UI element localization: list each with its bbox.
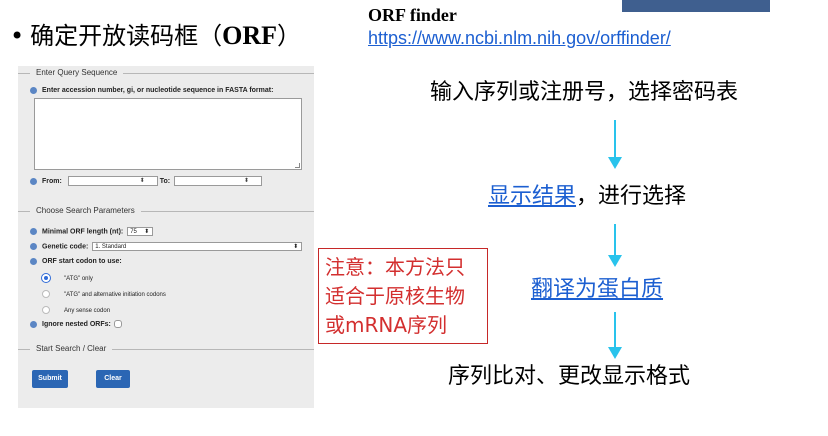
title-orf: ORF (222, 21, 278, 50)
from-input[interactable]: ⬍ (67, 176, 158, 186)
query-label-row: Enter accession number, gi, or nucleotid… (30, 86, 273, 96)
nested-orfs-label: Ignore nested ORFs: (42, 321, 111, 328)
sequence-textarea[interactable] (34, 98, 302, 170)
params-fieldset-header: Choose Search Parameters (18, 206, 314, 216)
note-line-3: 或mRNA序列 (325, 313, 448, 337)
query-fieldset-header: Enter Query Sequence (18, 68, 314, 78)
orf-finder-title: ORF finder (368, 5, 457, 25)
nested-orfs-checkbox[interactable] (113, 320, 122, 329)
info-icon[interactable] (30, 320, 37, 328)
min-orf-row: Minimal ORF length (nt): 75 ⬍ (30, 227, 154, 237)
option-label: Any sense codon (64, 308, 111, 314)
to-input[interactable]: ⬍ (174, 176, 263, 186)
query-label: Enter accession number, gi, or nucleotid… (42, 87, 274, 94)
option-label: "ATG" and alternative initiation codons (64, 292, 166, 298)
info-icon[interactable] (30, 228, 37, 235)
option-label: "ATG" only (64, 276, 93, 282)
genetic-code-label: Genetic code: (42, 243, 89, 251)
info-icon[interactable] (30, 243, 37, 250)
header-banner-strip (622, 0, 770, 12)
step-align-format: 序列比对、更改显示格式 (448, 364, 691, 389)
orf-finder-link[interactable]: https://www.ncbi.nlm.nih.gov/orffinder/ (368, 28, 671, 48)
down-arrow-icon (608, 120, 622, 170)
info-icon[interactable] (30, 86, 37, 94)
spinner-arrows-icon[interactable]: ⬍ (244, 178, 250, 184)
down-arrow-icon (608, 312, 622, 360)
submit-fieldset-header: Start Search / Clear (18, 344, 314, 354)
submit-button[interactable]: Submit (32, 370, 68, 388)
translate-protein-link[interactable]: 翻译为蛋白质 (531, 277, 664, 302)
radio-selected[interactable] (42, 274, 50, 283)
bullet-mark: • (10, 22, 25, 50)
slide-title: •确定开放读码框（ORF） (10, 20, 301, 52)
radio-unselected[interactable] (42, 290, 50, 299)
clear-button[interactable]: Clear (96, 370, 130, 388)
start-codon-option[interactable]: Any sense codon (42, 306, 110, 316)
min-orf-select[interactable]: 75 ⬍ (127, 227, 154, 236)
step-input-sequence: 输入序列或注册号，选择密码表 (430, 80, 739, 105)
genetic-code-value: 1. Standard (95, 244, 127, 250)
nested-orfs-row: Ignore nested ORFs: (30, 320, 122, 330)
start-codon-row: ORF start codon to use: (30, 257, 122, 267)
start-codon-option[interactable]: "ATG" and alternative initiation codons (42, 290, 166, 300)
start-codon-label: ORF start codon to use: (42, 258, 122, 265)
min-orf-value: 75 (130, 229, 137, 235)
caution-note-box: 注意：本方法只 适合于原核生物 或mRNA序列 (318, 248, 488, 344)
range-row: From: ⬍ To: ⬍ (30, 176, 263, 187)
title-text: 确定开放读码框（ (30, 22, 223, 50)
submit-legend: Start Search / Clear (30, 344, 113, 354)
params-legend: Choose Search Parameters (30, 206, 141, 216)
updown-caret-icon: ⬍ (144, 229, 150, 235)
genetic-code-row: Genetic code: 1. Standard ⬍ (30, 242, 303, 252)
min-orf-label: Minimal ORF length (nt): (42, 228, 124, 236)
radio-unselected[interactable] (42, 306, 50, 315)
step-2-rest: ，进行选择 (576, 184, 687, 209)
note-line-1: 注意：本方法只 (325, 255, 465, 279)
spinner-arrows-icon[interactable]: ⬍ (139, 178, 145, 184)
step-translate: 翻译为蛋白质 (531, 275, 663, 305)
query-legend: Enter Query Sequence (30, 68, 124, 78)
from-label: From: (42, 177, 62, 185)
start-codon-option[interactable]: "ATG" only (42, 274, 93, 284)
show-results-link[interactable]: 显示结果 (488, 184, 577, 209)
orf-finder-form: Enter Query Sequence Enter accession num… (18, 66, 314, 408)
genetic-code-select[interactable]: 1. Standard ⬍ (92, 242, 303, 251)
note-line-2: 适合于原核生物 (325, 284, 465, 308)
resize-grip-icon[interactable] (295, 163, 300, 168)
to-label: To: (159, 177, 171, 185)
updown-caret-icon: ⬍ (293, 244, 299, 250)
down-arrow-icon (608, 224, 622, 268)
info-icon[interactable] (30, 177, 37, 185)
info-icon[interactable] (30, 257, 37, 265)
title-close: ） (277, 22, 302, 50)
step-show-results: 显示结果，进行选择 (488, 182, 686, 212)
